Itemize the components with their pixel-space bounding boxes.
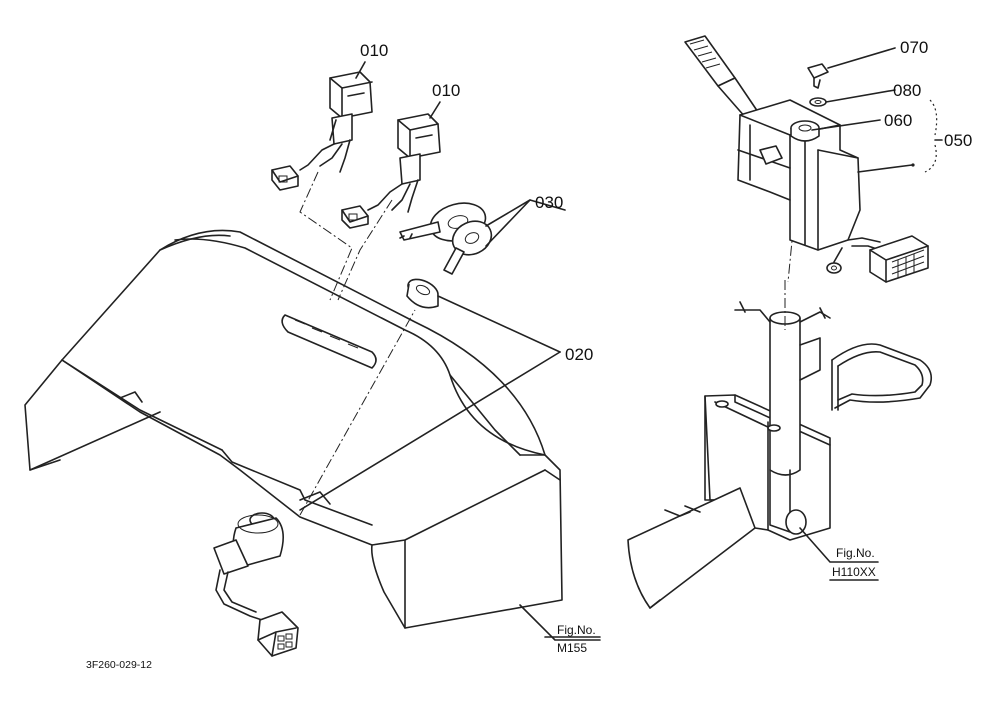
fig-ref-left-number: M155 — [557, 641, 587, 655]
key-switch — [213, 512, 299, 657]
label-010-upper: 010 — [360, 41, 388, 60]
label-010-lower: 010 — [432, 81, 460, 100]
grommet-020 — [406, 278, 439, 309]
fig-ref-left-title: Fig.No. — [557, 623, 596, 637]
label-050: 050 — [944, 131, 972, 150]
washer-080 — [809, 97, 827, 107]
label-030: 030 — [535, 193, 563, 212]
screw-070 — [807, 63, 829, 89]
steering-column — [627, 209, 933, 609]
combination-switch — [684, 35, 929, 283]
label-020: 020 — [565, 345, 593, 364]
figure-references: Fig.No. M155 Fig.No. H110XX — [557, 546, 876, 655]
label-080: 080 — [893, 81, 921, 100]
connector-010-lower — [341, 113, 441, 229]
label-060: 060 — [884, 111, 912, 130]
right-leader-lines — [799, 47, 943, 581]
ignition-keys-030 — [399, 202, 493, 275]
left-leader-lines — [299, 61, 601, 641]
dashboard-panel — [24, 229, 563, 629]
part-number-labels: 010 010 030 020 070 080 060 050 — [360, 38, 972, 364]
fig-ref-right-title: Fig.No. — [836, 546, 875, 560]
drawing-code: 3F260-029-12 — [86, 659, 152, 671]
fig-ref-right-number: H110XX — [832, 565, 876, 579]
label-070: 070 — [900, 38, 928, 57]
connector-010-upper — [271, 71, 373, 191]
